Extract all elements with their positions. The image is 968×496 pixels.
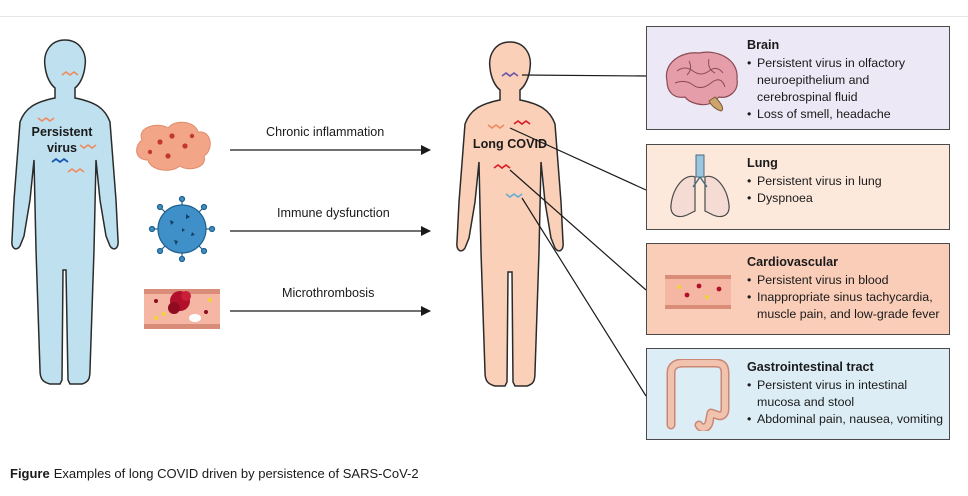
center-squiggle-gi — [505, 192, 523, 199]
center-squiggle-lung — [487, 124, 505, 129]
persistent-virus-label-2: virus — [47, 141, 77, 155]
long-covid-label: Long COVID — [473, 137, 547, 151]
center-squiggle-brain — [501, 71, 519, 78]
top-divider — [0, 16, 968, 17]
left-squiggle-3 — [79, 144, 97, 149]
inflammation-icon — [136, 121, 211, 171]
microthrombosis-icon — [144, 289, 220, 329]
virus-icon — [148, 195, 216, 263]
gi-bullet-1: Persistent virus in intestinal mucosa an… — [747, 377, 943, 411]
connector-gi — [521, 197, 647, 397]
panel-cardiovascular: Cardiovascular Persistent virus in blood… — [646, 243, 950, 335]
mechanism-label-immune: Immune dysfunction — [277, 206, 390, 220]
cardio-text: Cardiovascular Persistent virus in blood… — [747, 254, 943, 323]
panel-gastrointestinal: Gastrointestinal tract Persistent virus … — [646, 348, 950, 440]
lung-bullet-1: Persistent virus in lung — [747, 173, 943, 190]
center-body-figure: Long COVID — [456, 41, 564, 387]
gi-title: Gastrointestinal tract — [747, 360, 874, 374]
center-squiggle-red-1 — [513, 119, 531, 126]
mechanism-label-inflammation: Chronic inflammation — [266, 125, 385, 139]
left-squiggle-blue — [51, 157, 69, 164]
connector-brain — [521, 74, 647, 77]
mechanism-label-microthrombosis: Microthrombosis — [282, 286, 375, 300]
connector-cardio — [509, 169, 647, 291]
center-squiggle-red-2 — [493, 163, 511, 170]
blood-vessel-icon — [665, 275, 731, 309]
figure-caption-text: Examples of long COVID driven by persist… — [53, 466, 419, 481]
cardio-bullet-1: Persistent virus in blood — [747, 272, 943, 289]
lung-title: Lung — [747, 156, 778, 170]
brain-bullet-2: Loss of smell, headache — [747, 106, 943, 123]
gi-text: Gastrointestinal tract Persistent virus … — [747, 359, 943, 428]
panel-brain: Brain Persistent virus in olfactory neur… — [646, 26, 950, 130]
lung-bullet-2: Dyspnoea — [747, 190, 943, 207]
figure-caption-label: Figure — [10, 466, 50, 481]
connector-lung — [509, 127, 647, 191]
persistent-virus-label-1: Persistent — [32, 125, 94, 139]
brain-bullet-1: Persistent virus in olfactory neuroepith… — [747, 55, 943, 106]
left-squiggle-2 — [37, 117, 55, 122]
lung-icon — [670, 154, 730, 218]
cardio-bullet-2: Inappropriate sinus tachycardia, muscle … — [747, 289, 943, 323]
lung-text: Lung Persistent virus in lung Dyspnoea — [747, 155, 943, 207]
brain-title: Brain — [747, 38, 780, 52]
cardio-title: Cardiovascular — [747, 255, 838, 269]
panel-lung: Lung Persistent virus in lung Dyspnoea — [646, 144, 950, 230]
left-squiggle-4 — [67, 168, 85, 173]
gi-bullet-2: Abdominal pain, nausea, vomiting — [747, 411, 943, 428]
left-body-figure: Persistent virus — [11, 39, 119, 385]
intestine-icon — [666, 359, 730, 431]
brain-icon — [665, 51, 738, 112]
left-squiggle-1 — [61, 71, 79, 76]
brain-text: Brain Persistent virus in olfactory neur… — [747, 37, 943, 123]
